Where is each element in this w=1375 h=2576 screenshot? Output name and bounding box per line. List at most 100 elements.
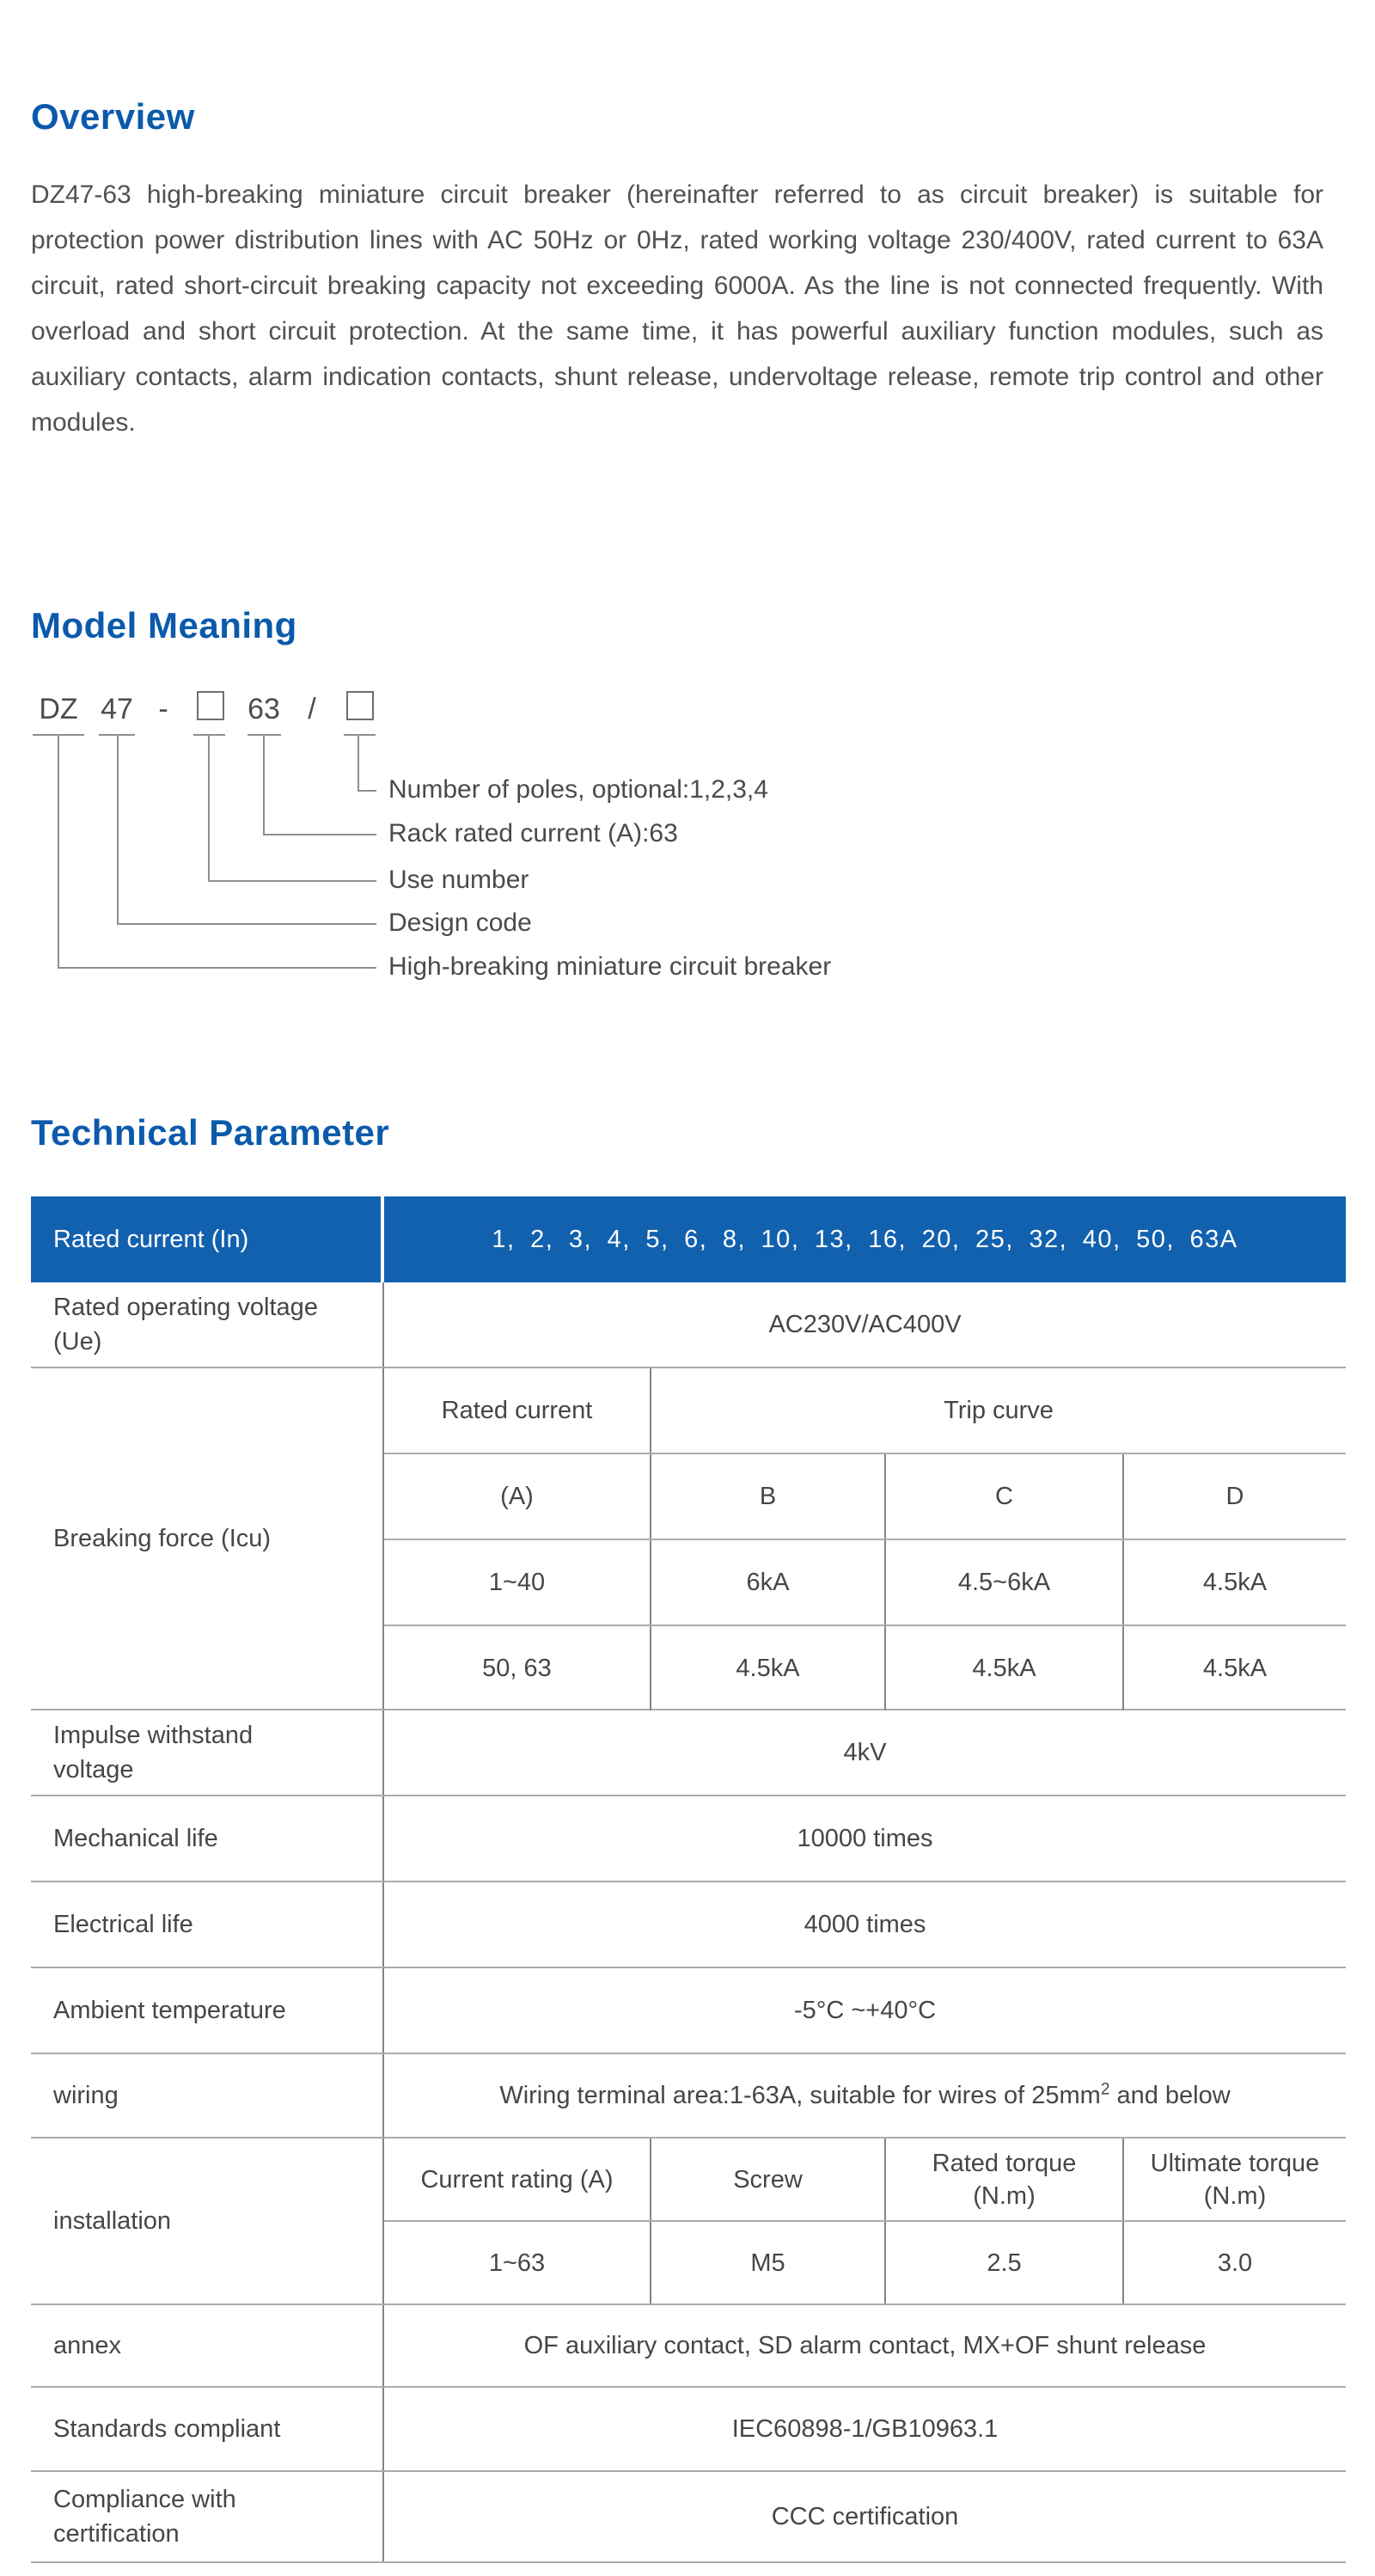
- breaking-force-rated-current-header: Rated current: [384, 1368, 651, 1453]
- row-rated-operating-voltage: Rated operating voltage (Ue) AC230V/AC40…: [31, 1282, 1346, 1367]
- compliance-certification-label: Compliance with certification: [31, 2472, 384, 2561]
- placeholder-square-poles: [346, 691, 374, 720]
- model-label-poles: Number of poles, optional:1,2,3,4: [388, 775, 768, 804]
- connector-hline-use: [208, 880, 376, 882]
- connector-hline-high: [58, 967, 376, 969]
- ambient-temperature-label: Ambient temperature: [31, 1968, 384, 2053]
- connector-hline-rack: [263, 834, 376, 835]
- breaking-force-data-row-2: 50, 63 4.5kA 4.5kA 4.5kA: [384, 1625, 1346, 1710]
- row-ambient-temperature: Ambient temperature -5°C ~+40°C: [31, 1967, 1346, 2053]
- impulse-withstand-voltage-label: Impulse withstand voltage: [31, 1710, 384, 1795]
- table-cell: 4.5~6kA: [886, 1540, 1124, 1625]
- ultimate-torque-header: Ultimate torque (N.m): [1150, 2149, 1320, 2210]
- row-breaking-force: Breaking force (Icu) Rated current Trip …: [31, 1367, 1346, 1710]
- wiring-value: Wiring terminal area:1-63A, suitable for…: [384, 2054, 1346, 2137]
- wiring-value-text: Wiring terminal area:1-63A, suitable for…: [499, 2082, 1101, 2109]
- breaking-force-data-row-1: 1~40 6kA 4.5~6kA 4.5kA: [384, 1539, 1346, 1625]
- ambient-temperature-value: -5°C ~+40°C: [793, 1997, 937, 2024]
- mechanical-life-label: Mechanical life: [31, 1796, 384, 1881]
- table-cell: 4.5kA: [1202, 1655, 1268, 1682]
- screw-header: Screw: [651, 2139, 886, 2220]
- row-electrical-life: Electrical life 4000 times: [31, 1881, 1346, 1967]
- wiring-label: wiring: [31, 2054, 384, 2137]
- underline-63: [248, 734, 281, 736]
- technical-parameter-heading: Technical Parameter: [31, 1112, 390, 1153]
- underline-square1: [193, 734, 225, 736]
- electrical-life-label: Electrical life: [31, 1882, 384, 1967]
- breaking-force-trip-curve-header: Trip curve: [944, 1397, 1054, 1424]
- underline-47: [99, 734, 135, 736]
- column-a-header: (A): [384, 1454, 651, 1539]
- breaking-force-label: Breaking force (Icu): [31, 1368, 384, 1709]
- installation-header-row: Current rating (A) Screw Rated torque (N…: [384, 2139, 1346, 2220]
- row-annex: annex OF auxiliary contact, SD alarm con…: [31, 2304, 1346, 2386]
- breaking-force-subtable: Rated current Trip curve (A) B C D 1~40 …: [384, 1368, 1346, 1710]
- underline-dz: [33, 734, 84, 736]
- overview-heading: Overview: [31, 96, 195, 137]
- table-cell: 1~63: [384, 2222, 651, 2304]
- placeholder-square-use-number: [197, 691, 224, 720]
- model-token-slash: /: [308, 693, 316, 725]
- table-cell: 6kA: [651, 1540, 886, 1625]
- table-cell: 1~40: [384, 1540, 651, 1625]
- model-meaning-heading: Model Meaning: [31, 605, 297, 646]
- row-installation: installation Current rating (A) Screw Ra…: [31, 2137, 1346, 2304]
- standards-compliant-value: IEC60898-1/GB10963.1: [731, 2415, 999, 2443]
- table-cell: 50, 63: [384, 1626, 651, 1710]
- compliance-certification-value: CCC certification: [771, 2503, 959, 2530]
- current-rating-header: Current rating (A): [384, 2139, 651, 2220]
- connector-vline-design: [117, 736, 119, 923]
- row-mechanical-life: Mechanical life 10000 times: [31, 1795, 1346, 1881]
- column-b-header: B: [651, 1454, 886, 1539]
- row-compliance-certification: Compliance with certification CCC certif…: [31, 2470, 1346, 2561]
- installation-data-row: 1~63 M5 2.5 3.0: [384, 2220, 1346, 2304]
- technical-parameter-table: Rated current (In) 1, 2, 3, 4, 5, 6, 8, …: [31, 1196, 1346, 2563]
- model-label-rack-current: Rack rated current (A):63: [388, 819, 678, 847]
- model-label-design-code: Design code: [388, 909, 532, 937]
- installation-subtable: Current rating (A) Screw Rated torque (N…: [384, 2139, 1346, 2304]
- model-token-63: 63: [248, 693, 280, 725]
- row-standards-compliant: Standards compliant IEC60898-1/GB10963.1: [31, 2386, 1346, 2470]
- connector-vline-rack: [263, 736, 265, 834]
- model-token-dz: DZ: [39, 693, 78, 725]
- wiring-value-suffix: and below: [1109, 2082, 1231, 2109]
- model-code-diagram: DZ 47 - 63 / Number of poles, optional:1…: [31, 681, 1165, 999]
- annex-value: OF auxiliary contact, SD alarm contact, …: [523, 2332, 1207, 2359]
- breaking-force-columns-row: (A) B C D: [384, 1453, 1346, 1539]
- column-c-header: C: [886, 1454, 1124, 1539]
- row-impulse-withstand-voltage: Impulse withstand voltage 4kV: [31, 1709, 1346, 1795]
- row-wiring: wiring Wiring terminal area:1-63A, suita…: [31, 2053, 1346, 2137]
- overview-paragraph: DZ47-63 high-breaking miniature circuit …: [31, 181, 1323, 437]
- table-cell: 4.5kA: [651, 1626, 886, 1710]
- installation-label: installation: [31, 2139, 384, 2304]
- standards-compliant-label: Standards compliant: [31, 2388, 384, 2470]
- row-rated-current: Rated current (In) 1, 2, 3, 4, 5, 6, 8, …: [31, 1196, 1346, 1282]
- column-d-header: D: [1225, 1483, 1244, 1510]
- breaking-force-header-row: Rated current Trip curve: [384, 1368, 1346, 1453]
- table-cell: M5: [651, 2222, 886, 2304]
- connector-hline-poles: [358, 790, 376, 792]
- model-label-use-number: Use number: [388, 866, 529, 894]
- rated-operating-voltage-label: Rated operating voltage (Ue): [31, 1282, 384, 1367]
- table-cell: 4.5kA: [886, 1626, 1124, 1710]
- connector-vline-use: [208, 736, 210, 880]
- annex-label: annex: [31, 2305, 384, 2386]
- model-token-dash: -: [158, 693, 168, 725]
- rated-current-values: 1, 2, 3, 4, 5, 6, 8, 10, 13, 16, 20, 25,…: [384, 1196, 1346, 1282]
- model-token-47: 47: [101, 693, 133, 725]
- electrical-life-value: 4000 times: [804, 1911, 926, 1938]
- table-cell: 3.0: [1217, 2249, 1253, 2277]
- mechanical-life-value: 10000 times: [797, 1825, 933, 1852]
- underline-square2: [344, 734, 376, 736]
- connector-vline-high: [58, 736, 59, 967]
- rated-torque-header: Rated torque (N.m): [886, 2139, 1124, 2220]
- impulse-withstand-voltage-value: 4kV: [843, 1739, 887, 1766]
- wiring-value-superscript: 2: [1100, 2080, 1110, 2099]
- connector-hline-design: [117, 923, 376, 925]
- rated-operating-voltage-value: AC230V/AC400V: [768, 1311, 962, 1338]
- rated-current-label: Rated current (In): [31, 1196, 384, 1282]
- connector-vline-poles: [358, 736, 359, 790]
- model-label-high-breaking: High-breaking miniature circuit breaker: [388, 952, 832, 981]
- table-cell: 4.5kA: [1202, 1569, 1268, 1596]
